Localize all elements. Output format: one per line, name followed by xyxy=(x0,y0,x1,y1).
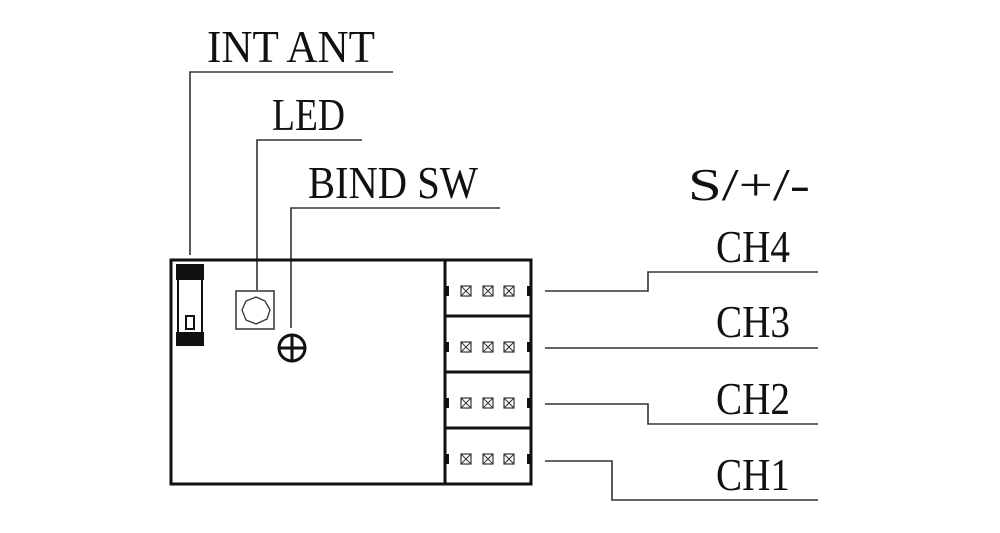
pin-icon xyxy=(460,397,472,409)
label-ch1: CH1 xyxy=(716,449,790,500)
antenna-icon xyxy=(176,264,204,346)
label-led: LED xyxy=(272,89,345,140)
connector-ch3 xyxy=(445,314,531,353)
leader-ch1 xyxy=(545,460,818,501)
label-int-ant: INT ANT xyxy=(207,21,375,72)
pin-icon xyxy=(503,397,515,409)
bind-switch-icon xyxy=(277,333,307,363)
label-ch4: CH4 xyxy=(716,221,790,272)
leader-ch4 xyxy=(545,271,818,292)
label-ch2: CH2 xyxy=(716,373,790,424)
pin-icon xyxy=(460,285,472,297)
label-bind-sw: BIND SW xyxy=(308,157,479,208)
pin-icon xyxy=(482,341,494,353)
connector-ch2 xyxy=(445,370,531,409)
connector-ch1 xyxy=(445,426,531,465)
pin-icon xyxy=(482,453,494,465)
leader-ch2 xyxy=(545,403,818,425)
led-icon xyxy=(235,290,275,330)
pin-icon xyxy=(482,285,494,297)
pin-icon xyxy=(503,341,515,353)
label-ch3: CH3 xyxy=(716,296,790,347)
label-pinout: S/+/- xyxy=(688,159,810,210)
pin-icon xyxy=(460,341,472,353)
pin-icon xyxy=(460,453,472,465)
connector-ch4 xyxy=(446,285,530,297)
pin-icon xyxy=(503,285,515,297)
leader-int-ant xyxy=(189,71,393,255)
pin-icon xyxy=(503,453,515,465)
pin-icon xyxy=(482,397,494,409)
leader-bind-sw xyxy=(290,207,500,328)
leader-led xyxy=(256,139,362,290)
